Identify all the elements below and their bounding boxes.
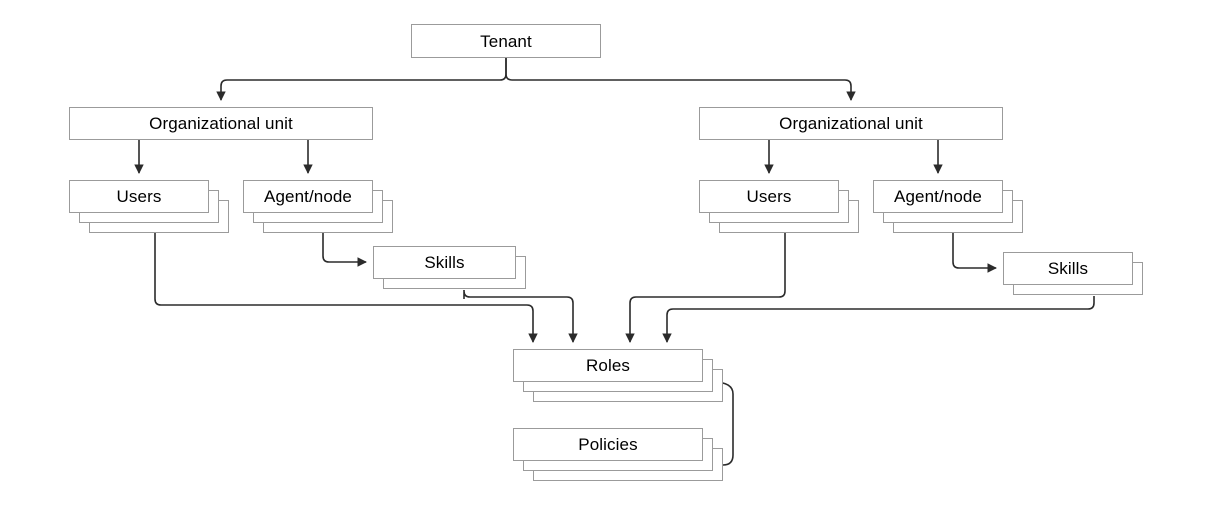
- users-left-label: Users: [116, 187, 162, 206]
- policies-box: [513, 428, 703, 461]
- agent-node-left-label: Agent/node: [264, 187, 352, 206]
- agent-node-right-box: [873, 180, 1003, 213]
- org-unit-left-label: Organizational unit: [149, 114, 293, 133]
- skills-left-label: Skills: [424, 253, 465, 272]
- edge-skills-right-to-roles: [662, 296, 1095, 343]
- edge-skills-left-to-roles: [463, 290, 578, 343]
- skills-right-box: [1003, 252, 1133, 285]
- roles-label: Roles: [586, 356, 630, 375]
- edge-agent-node-right-to-skills-right: [952, 233, 997, 273]
- policies-label: Policies: [578, 435, 638, 454]
- users-right-box: [699, 180, 839, 213]
- edge-users-right-to-roles: [625, 233, 786, 343]
- org-unit-left-box: [69, 107, 373, 140]
- edge-roles-to-policies: [712, 381, 734, 470]
- edge-tenant-to-org-unit-left: [216, 58, 507, 101]
- agent-node-right-label: Agent/node: [894, 187, 982, 206]
- org-unit-right-label: Organizational unit: [779, 114, 923, 133]
- skills-left-box: [373, 246, 516, 279]
- org-unit-right-box: [699, 107, 1003, 140]
- edge-agent-node-left-to-skills-left: [322, 233, 367, 267]
- edge-tenant-to-org-unit-right: [505, 58, 856, 101]
- tenant-box: [411, 24, 601, 58]
- users-left-box: [69, 180, 209, 213]
- edge-users-left-to-roles: [154, 233, 538, 343]
- tenant-label: Tenant: [480, 31, 532, 51]
- agent-node-left-box: [243, 180, 373, 213]
- skills-right-label: Skills: [1047, 259, 1089, 278]
- roles-box: [513, 349, 703, 382]
- users-right-label: Users: [746, 187, 792, 206]
